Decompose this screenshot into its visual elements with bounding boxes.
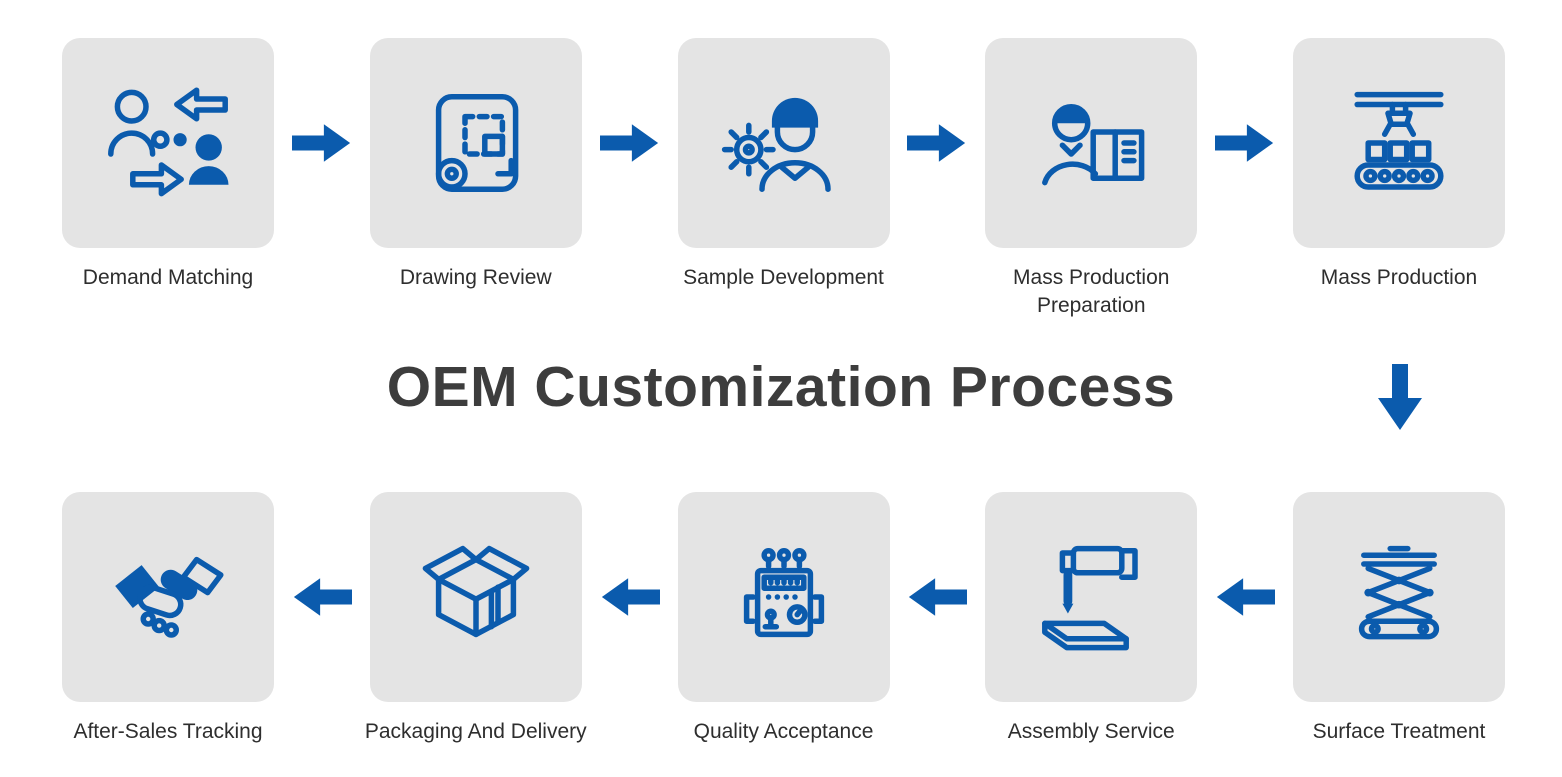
step-demand-matching: Demand Matching [62,38,274,292]
diagram-title: OEM Customization Process [386,355,1176,419]
step-mass-production: Mass Production [1293,38,1505,292]
step-card [1293,492,1505,702]
flow-arrow [907,38,967,248]
arrow-right-icon [1215,124,1274,162]
assembly-service-icon [1042,545,1138,651]
step-card [62,492,274,702]
arrow-right-icon [599,124,658,162]
arrow-down-icon [1378,364,1422,430]
step-assembly-service: Assembly Service [985,492,1198,746]
flow-arrow [600,492,660,702]
arrow-left-icon [1217,578,1276,616]
flow-arrow [907,492,968,702]
step-quality-acceptance: Quality Acceptance [677,492,890,746]
step-label: Sample Development [683,266,884,289]
flow-arrow [1215,38,1275,248]
arrow-left-icon [909,578,968,616]
demand-matching-icon [108,87,229,197]
step-mass-production-preparation: Mass Production Preparation [985,38,1198,321]
step-label: Assembly Service [1007,720,1175,743]
step-card [677,492,890,702]
packaging-and-delivery-icon [422,545,530,638]
step-label: Quality Acceptance [693,720,874,743]
step-label: Drawing Review [399,266,552,289]
step-surface-treatment: Surface Treatment [1293,492,1505,746]
step-sample-development: Sample Development [677,38,890,292]
flow-arrow [599,38,660,248]
quality-acceptance-icon [743,548,824,638]
step-card [677,38,890,248]
step-label: Packaging And Delivery [364,720,587,743]
step-card [985,38,1198,248]
step-card [62,38,274,248]
drawing-review-icon [435,94,519,192]
step-label: After-Sales Tracking [73,720,263,743]
flow-arrow [291,38,352,248]
step-drawing-review: Drawing Review [369,38,582,292]
arrow-right-icon [907,124,966,162]
step-card [369,492,582,702]
after-sales-tracking-icon [115,556,224,638]
step-label: Surface Treatment [1312,720,1486,743]
step-card [985,492,1198,702]
flow-arrow [1215,492,1276,702]
step-card [1293,38,1505,248]
step-label: Mass Production [1320,266,1478,289]
mass-production-icon [1354,91,1444,190]
surface-treatment-icon [1358,545,1440,640]
arrow-left-icon [601,578,660,616]
mass-production-preparation-icon [1042,103,1145,186]
bottom-row: After-Sales Tracking Packaging And Deliv… [62,492,1505,746]
step-label: Demand Matching [82,266,254,289]
arrow-left-icon [293,578,352,616]
step-after-sales-tracking: After-Sales Tracking [62,492,274,746]
arrow-right-icon [291,124,350,162]
step-packaging-and-delivery: Packaging And Delivery [365,492,587,746]
top-row: Demand Matching Drawing Review [62,38,1505,321]
sample-development-icon [721,97,831,192]
step-label: Mass Production Preparation [1013,266,1170,318]
step-card [369,38,582,248]
flow-arrow [1378,364,1422,430]
flow-arrow [292,492,352,702]
